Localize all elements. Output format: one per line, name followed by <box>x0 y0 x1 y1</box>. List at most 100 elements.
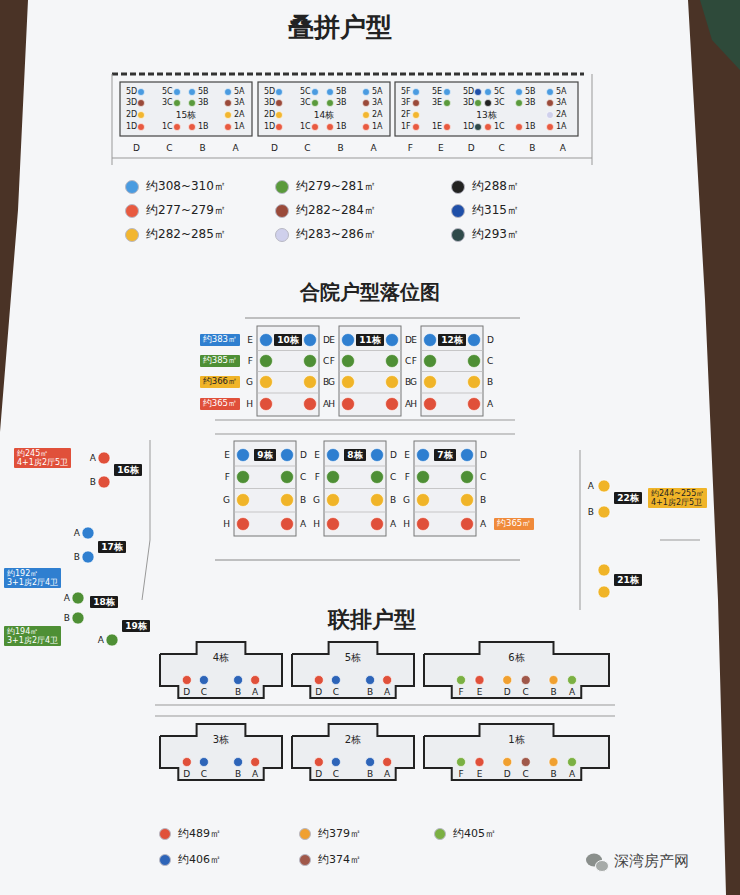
unit-dot <box>225 112 232 119</box>
unit-dot <box>304 398 317 411</box>
lot-outline <box>257 326 319 416</box>
unit-letter: E <box>477 769 483 779</box>
area-text: 约192㎡ <box>7 569 58 578</box>
unit-dot <box>516 89 523 96</box>
unit-letter: D <box>315 687 322 697</box>
building-outline <box>258 82 390 136</box>
unit-letter: C <box>499 143 505 153</box>
unit-letter: G <box>313 495 320 505</box>
unit-dot <box>371 518 384 531</box>
area-callout: 约365㎡ <box>494 518 534 530</box>
building-number: 2栋 <box>345 734 361 746</box>
unit-dot <box>424 398 437 411</box>
unit-code: 1D <box>126 122 137 131</box>
unit-code: 2D <box>264 110 275 119</box>
road-line <box>112 158 592 159</box>
lot-divider <box>324 512 386 513</box>
building-tag: 17栋 <box>98 541 126 553</box>
building-number: 10栋 <box>277 335 299 345</box>
unit-dot <box>485 89 492 96</box>
unit-code: 5A <box>372 87 383 96</box>
unit-code: 2D <box>126 110 137 119</box>
unit-dot <box>174 100 181 107</box>
unit-dot <box>225 124 232 131</box>
unit-dot <box>366 676 375 685</box>
lot-divider <box>421 393 483 394</box>
unit-letter: B <box>300 495 306 505</box>
unit-dot <box>327 89 334 96</box>
legend-text: 约379㎡ <box>318 828 361 841</box>
unit-letter: A <box>480 519 486 529</box>
lot-outline <box>421 326 483 416</box>
section-heading: 联排户型 <box>328 607 416 632</box>
legend-text: 约308~310㎡ <box>146 180 226 194</box>
road-line <box>215 420 515 421</box>
unit-dot <box>98 476 110 488</box>
unit-letter: D <box>405 335 412 345</box>
road-line <box>155 705 615 706</box>
legend-text: 约283~286㎡ <box>296 228 376 242</box>
unit-code: 1F <box>401 122 411 131</box>
unit-letter: B <box>235 769 241 779</box>
lot-divider <box>414 512 476 513</box>
unit-dot <box>314 758 323 767</box>
unit-letter: B <box>90 477 96 487</box>
unit-dot <box>383 758 392 767</box>
unit-dot <box>260 376 273 389</box>
unit-dot <box>189 89 196 96</box>
unit-letter: A <box>487 399 493 409</box>
lot-divider <box>339 350 401 351</box>
unit-dot <box>72 612 84 624</box>
unit-dot <box>547 124 554 131</box>
unit-dot <box>516 100 523 107</box>
unit-letter: B <box>390 495 396 505</box>
area-callout: 约245㎡4+1房2厅5卫 <box>14 448 71 468</box>
watermark: 深湾房产网 <box>614 853 689 870</box>
legend-text: 约293㎡ <box>472 228 519 242</box>
unit-code: 5C <box>494 87 505 96</box>
unit-code: 1C <box>162 122 173 131</box>
area-callout: 约192㎡3+1房2厅4卫 <box>4 568 61 588</box>
unit-dot <box>413 124 420 131</box>
unit-dot <box>182 676 191 685</box>
unit-dot <box>417 471 430 484</box>
unit-code: 3B <box>525 98 536 107</box>
unit-dot <box>189 100 196 107</box>
unit-letter: C <box>323 356 329 366</box>
unit-dot <box>281 449 294 462</box>
unit-dot <box>475 124 482 131</box>
unit-code: 1D <box>264 122 275 131</box>
area-callout: 约244~255㎡4+1房2厅5卫 <box>648 488 707 508</box>
unit-letter: D <box>315 769 322 779</box>
unit-letter: A <box>74 528 80 538</box>
building-number: 22栋 <box>617 493 639 503</box>
unit-letter: E <box>314 450 320 460</box>
legend-text: 约406㎡ <box>178 854 221 867</box>
lot-divider <box>414 466 476 467</box>
area-text: 约194㎡ <box>7 627 58 636</box>
unit-letter: H <box>223 519 230 529</box>
lot-divider <box>324 466 386 467</box>
unit-dot <box>386 355 399 368</box>
area-text: 约385㎡ <box>203 356 237 366</box>
unit-dot <box>363 112 370 119</box>
unit-code: 1A <box>234 122 245 131</box>
unit-dot <box>547 100 554 107</box>
unit-dot <box>342 334 355 347</box>
unit-letter: F <box>225 472 230 482</box>
area-callout: 约365㎡ <box>200 398 240 410</box>
building-tag: 12栋 <box>438 334 466 346</box>
unit-dot <box>598 480 610 492</box>
unit-code: 2A <box>372 110 383 119</box>
unit-letter: D <box>323 335 330 345</box>
area-text: 约245㎡ <box>17 449 68 458</box>
unit-code: 2A <box>556 110 567 119</box>
area-text: 4+1房2厅5卫 <box>651 498 704 507</box>
unit-letter: A <box>384 687 390 697</box>
legend-swatch <box>159 854 171 866</box>
unit-dot <box>386 334 399 347</box>
unit-dot <box>225 89 232 96</box>
unit-dot <box>461 518 474 531</box>
legend-swatch <box>159 828 171 840</box>
unit-letter: D <box>487 335 494 345</box>
